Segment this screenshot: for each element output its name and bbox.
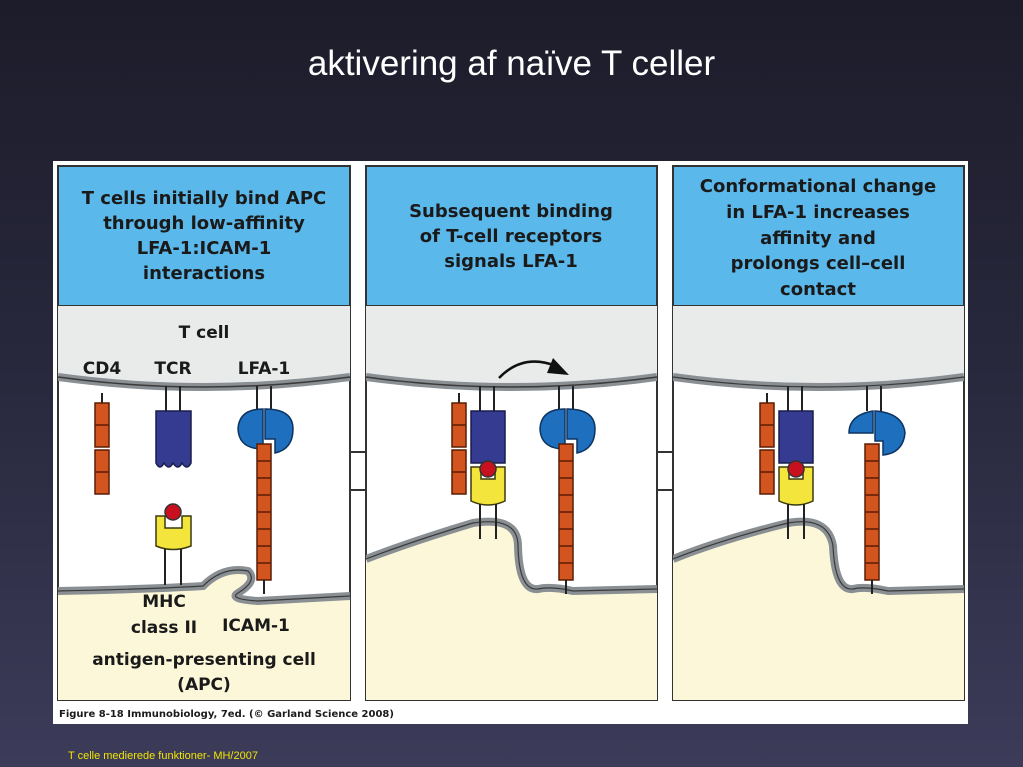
t-cell-label: T cell	[179, 323, 230, 343]
icam1-molecule	[256, 443, 272, 595]
lfa1-label: LFA-1	[238, 359, 291, 379]
panel-2	[365, 165, 658, 701]
panel-2-caption-line-1: Subsequent binding	[409, 201, 613, 222]
panel-1-caption-line-2: through low-affinity	[103, 213, 305, 234]
lfa1-activation-diagram: T cells initially bind APC through low-a…	[57, 165, 965, 720]
panel-3-caption-line-2: in LFA-1 increases	[726, 202, 910, 223]
panel-1-caption-line-1: T cells initially bind APC	[82, 188, 327, 209]
signal-arrow	[498, 358, 569, 379]
lfa1-molecule	[237, 386, 294, 454]
tcr-molecule	[470, 386, 506, 464]
panel-2-caption-line-2: of T-cell receptors	[420, 226, 602, 247]
panel-1-caption-line-4: interactions	[143, 263, 265, 284]
slide-footer: T celle medierede funktioner- MH/2007	[68, 750, 258, 762]
mhc-molecule	[155, 503, 192, 585]
cd4-molecule	[94, 392, 110, 495]
slide-title: aktivering af naïve T celler	[307, 44, 716, 83]
panel-1	[57, 165, 351, 701]
panel-3-caption-line-1: Conformational change	[700, 176, 936, 197]
panel-3-caption-line-5: contact	[780, 279, 856, 300]
panel-3	[672, 165, 965, 701]
mhc-label-line-1: MHC	[142, 592, 186, 612]
panel-1-caption-line-3: LFA-1:ICAM-1	[137, 238, 272, 259]
icam1-label: ICAM-1	[222, 616, 290, 636]
figure-panel: T cells initially bind APC through low-a…	[53, 161, 968, 724]
icam1-molecule	[864, 443, 880, 595]
panel-3-caption-line-3: affinity and	[760, 228, 876, 249]
lfa1-molecule	[848, 386, 906, 456]
tcr-molecule	[155, 386, 192, 468]
panel-2-caption-line-3: signals LFA-1	[444, 251, 578, 272]
cd4-molecule	[451, 392, 467, 495]
mhc-molecule	[778, 460, 814, 539]
cd4-molecule	[759, 392, 775, 495]
cd4-label: CD4	[83, 359, 122, 379]
icam1-molecule	[558, 443, 574, 595]
mhc-label-line-2: class II	[131, 618, 197, 638]
tcr-molecule	[778, 386, 814, 464]
lfa1-molecule	[539, 386, 596, 454]
panel-3-caption-line-4: prolongs cell–cell	[731, 253, 906, 274]
figure-credit: Figure 8-18 Immunobiology, 7ed. (© Garla…	[59, 709, 394, 720]
apc-label-line-2: (APC)	[177, 675, 231, 695]
mhc-molecule	[470, 460, 506, 539]
apc-label-line-1: antigen-presenting cell	[92, 650, 316, 670]
tcr-label: TCR	[154, 359, 191, 379]
